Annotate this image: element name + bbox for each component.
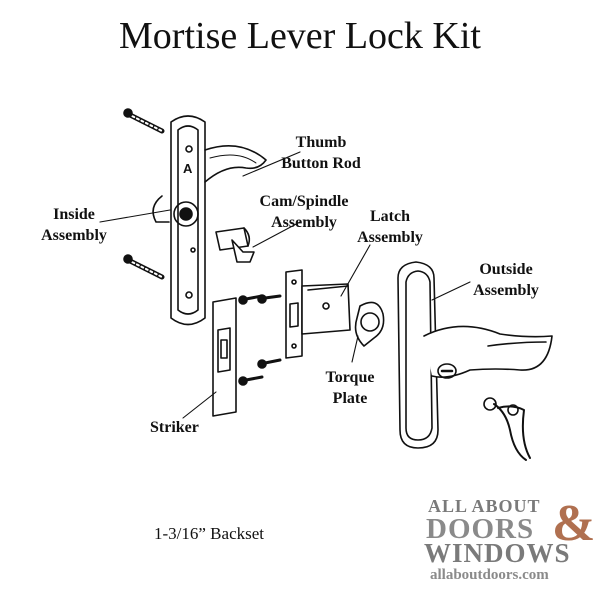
striker-screw-lower [238, 375, 264, 386]
torque-plate-drawing [354, 301, 385, 347]
label-thumb-button-rod: Thumb Button Rod [266, 132, 376, 174]
label-torque-plate: Torque Plate [308, 367, 392, 409]
label-latch-assembly: Latch Assembly [342, 206, 438, 248]
label-latch-assembly-line2: Assembly [357, 229, 423, 246]
label-outside-assembly: Outside Assembly [456, 259, 556, 301]
logo-line-doors: DOORS [426, 513, 535, 545]
diagram-title: Mortise Lever Lock Kit [119, 15, 481, 57]
cam-spindle-drawing [215, 227, 255, 263]
label-inside-assembly-line2: Assembly [41, 227, 107, 244]
backset-footnote: 1-3/16” Backset [154, 524, 264, 543]
label-thumb-button-rod-line1: Thumb [295, 134, 347, 151]
inside-plate-letter: A [183, 161, 193, 176]
mounting-screw-upper [123, 108, 165, 134]
label-cam-spindle-assembly: Cam/Spindle Assembly [248, 191, 360, 233]
inside-assembly-drawing [152, 115, 267, 326]
logo-line-url: allaboutdoors.com [430, 567, 549, 583]
logo-line-all-about: ALL ABOUT [428, 496, 541, 516]
label-cam-spindle-line2: Assembly [271, 214, 337, 231]
logo-ampersand: & [552, 495, 596, 552]
brand-logo: ALL ABOUT DOORS & WINDOWS allaboutdoors.… [420, 495, 596, 592]
logo-line-windows: WINDOWS [424, 538, 571, 568]
outside-assembly-drawing [397, 261, 553, 449]
faceplate-screw-upper [257, 294, 282, 304]
label-latch-assembly-line1: Latch [370, 208, 410, 225]
label-inside-assembly: Inside Assembly [26, 204, 122, 246]
latch-assembly-drawing [285, 269, 351, 359]
label-torque-plate-line1: Torque [325, 369, 375, 386]
label-thumb-button-rod-line2: Button Rod [281, 155, 361, 172]
faceplate-screw-lower [257, 358, 282, 369]
label-cam-spindle-line1: Cam/Spindle [259, 193, 349, 210]
leader-lines [99, 151, 471, 419]
mounting-screw-lower [123, 254, 165, 280]
label-striker: Striker [150, 419, 199, 436]
label-inside-assembly-line1: Inside [53, 206, 95, 223]
keys-drawing [483, 397, 531, 461]
label-torque-plate-line2: Plate [332, 390, 368, 407]
label-outside-assembly-line1: Outside [479, 261, 533, 278]
label-outside-assembly-line2: Assembly [473, 282, 539, 299]
striker-drawing [212, 297, 237, 417]
